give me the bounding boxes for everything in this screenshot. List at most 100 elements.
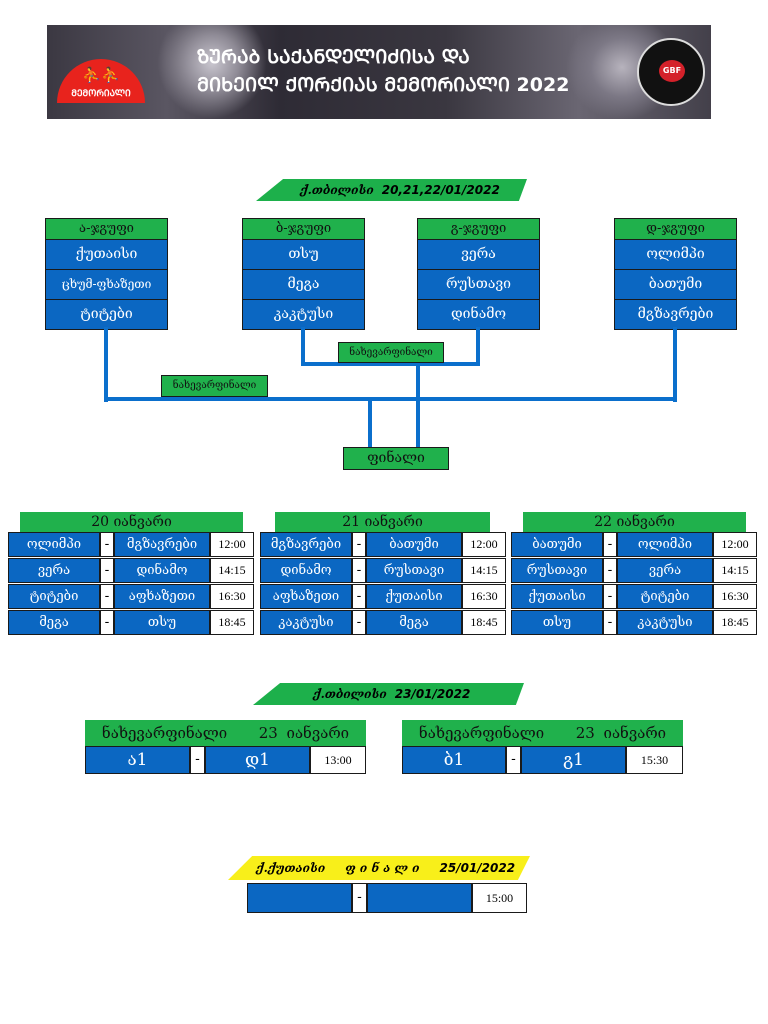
memorial-logo-text: ᲛᲔᲛᲝᲠᲘᲐᲚᲘ — [71, 89, 131, 99]
away-team: აფხაზეთი — [114, 584, 210, 609]
away-team: ბათუმი — [366, 532, 462, 557]
group-header: გ-ჯგუფი — [418, 219, 539, 240]
away-team: მეგა — [366, 610, 462, 635]
group-d: დ-ჯგუფი ოლიმპი ბათუმი მგზავრები — [614, 218, 737, 330]
separator: - — [352, 558, 366, 583]
separator: - — [100, 584, 114, 609]
away-team: გ1 — [521, 746, 626, 774]
group-team: მგზავრები — [615, 300, 736, 329]
semifinal-title: ნახევარფინალი — [101, 724, 228, 742]
separator: - — [190, 746, 205, 774]
semifinal-label-inner: ნახევარფინალი — [338, 342, 444, 363]
match-time: 18:45 — [713, 610, 757, 635]
bracket-line-to-final-2 — [416, 362, 420, 448]
ribbon-dates: 20,21,22/01/2022 — [381, 183, 500, 197]
group-team: ოლიმპი — [615, 240, 736, 270]
bracket-line-a-down — [104, 327, 108, 402]
semifinal-date: 23 იანვარი — [258, 724, 350, 742]
bracket-line-to-final-1 — [368, 397, 372, 448]
banner-photo-player-left — [157, 25, 267, 119]
header-banner: ⛹⛹ ᲛᲔᲛᲝᲠᲘᲐᲚᲘ ᲖᲣᲠᲐᲑ ᲡᲐᲥᲐᲜᲓᲔᲚᲘᲫᲘᲡᲐ ᲓᲐ ᲛᲘᲮᲔ… — [47, 25, 711, 119]
match-time: 14:15 — [462, 558, 506, 583]
home-team: აფხაზეთი — [260, 584, 352, 609]
away-team: კაკტუსი — [617, 610, 713, 635]
away-team: ქუთაისი — [366, 584, 462, 609]
match-time: 12:00 — [713, 532, 757, 557]
gbf-logo: GBF — [637, 38, 705, 106]
match-time: 15:00 — [472, 883, 527, 913]
away-team: რუსთავი — [366, 558, 462, 583]
group-team: ვერა — [418, 240, 539, 270]
separator: - — [603, 532, 617, 557]
separator: - — [603, 558, 617, 583]
group-team: ბათუმი — [615, 270, 736, 300]
separator: - — [100, 532, 114, 557]
ribbon-city: ქ.თბილისი — [300, 183, 374, 197]
ribbon-date: 25/01/2022 — [439, 861, 516, 875]
separator: - — [352, 610, 366, 635]
match-time: 14:15 — [210, 558, 254, 583]
semifinal-title: ნახევარფინალი — [418, 724, 545, 742]
memorial-logo: ⛹⛹ ᲛᲔᲛᲝᲠᲘᲐᲚᲘ — [57, 59, 145, 103]
home-team: მგზავრები — [260, 532, 352, 557]
home-team: დინამო — [260, 558, 352, 583]
group-c: გ-ჯგუფი ვერა რუსთავი დინამო — [417, 218, 540, 330]
separator: - — [100, 610, 114, 635]
day-header: 22 იანვარი — [523, 512, 746, 532]
away-team: დ1 — [205, 746, 310, 774]
bracket-line-b-down — [301, 327, 305, 365]
home-team: კაკტუსი — [260, 610, 352, 635]
group-a: ა-ჯგუფი ქუთაისი ცხუმ-ფხაზეთი ტიტები — [45, 218, 168, 330]
match-time: 12:00 — [210, 532, 254, 557]
match-time: 18:45 — [462, 610, 506, 635]
group-team: მეგა — [243, 270, 364, 300]
group-team: ქუთაისი — [46, 240, 167, 270]
group-header: ა-ჯგუფი — [46, 219, 167, 240]
home-team: ტიტები — [8, 584, 100, 609]
home-team: ა1 — [85, 746, 190, 774]
day-header: 21 იანვარი — [275, 512, 490, 532]
separator: - — [100, 558, 114, 583]
bracket-line-inner-horizontal — [301, 362, 480, 366]
ribbon-date: 23/01/2022 — [394, 687, 471, 701]
separator: - — [352, 532, 366, 557]
match-time: 16:30 — [462, 584, 506, 609]
group-team: ცხუმ-ფხაზეთი — [46, 270, 167, 300]
separator: - — [603, 584, 617, 609]
semifinal-match-row: ა1 - დ1 13:00 — [85, 746, 366, 774]
match-time: 18:45 — [210, 610, 254, 635]
banner-title-line-1: ᲖᲣᲠᲐᲑ ᲡᲐᲥᲐᲜᲓᲔᲚᲘᲫᲘᲡᲐ ᲓᲐ — [197, 46, 470, 68]
basketball-icon: GBF — [659, 60, 685, 82]
home-team: მეგა — [8, 610, 100, 635]
semifinal-match-row: ბ1 - გ1 15:30 — [402, 746, 683, 774]
separator: - — [352, 584, 366, 609]
home-team: ვერა — [8, 558, 100, 583]
group-b: ბ-ჯგუფი თსუ მეგა კაკტუსი — [242, 218, 365, 330]
away-team — [367, 883, 472, 913]
separator: - — [603, 610, 617, 635]
away-team: დინამო — [114, 558, 210, 583]
bracket-line-c-down — [476, 327, 480, 365]
banner-title: ᲖᲣᲠᲐᲑ ᲡᲐᲥᲐᲜᲓᲔᲚᲘᲫᲘᲡᲐ ᲓᲐ ᲛᲘᲮᲔᲘᲚ ᲥᲝᲠᲥᲘᲐᲡ ᲛᲔ… — [197, 43, 627, 99]
group-team: თსუ — [243, 240, 364, 270]
banner-title-line-2: ᲛᲘᲮᲔᲘᲚ ᲥᲝᲠᲥᲘᲐᲡ ᲛᲔᲛᲝᲠᲘᲐᲚᲘ 2022 — [197, 74, 570, 96]
away-team: ოლიმპი — [617, 532, 713, 557]
group-team: კაკტუსი — [243, 300, 364, 329]
ribbon-city: ქ.ქუთაისი — [256, 861, 326, 875]
final-match-row: - 15:00 — [247, 883, 527, 913]
home-team: ოლიმპი — [8, 532, 100, 557]
semifinal-ribbon: ქ.თბილისი 23/01/2022 — [253, 683, 524, 705]
